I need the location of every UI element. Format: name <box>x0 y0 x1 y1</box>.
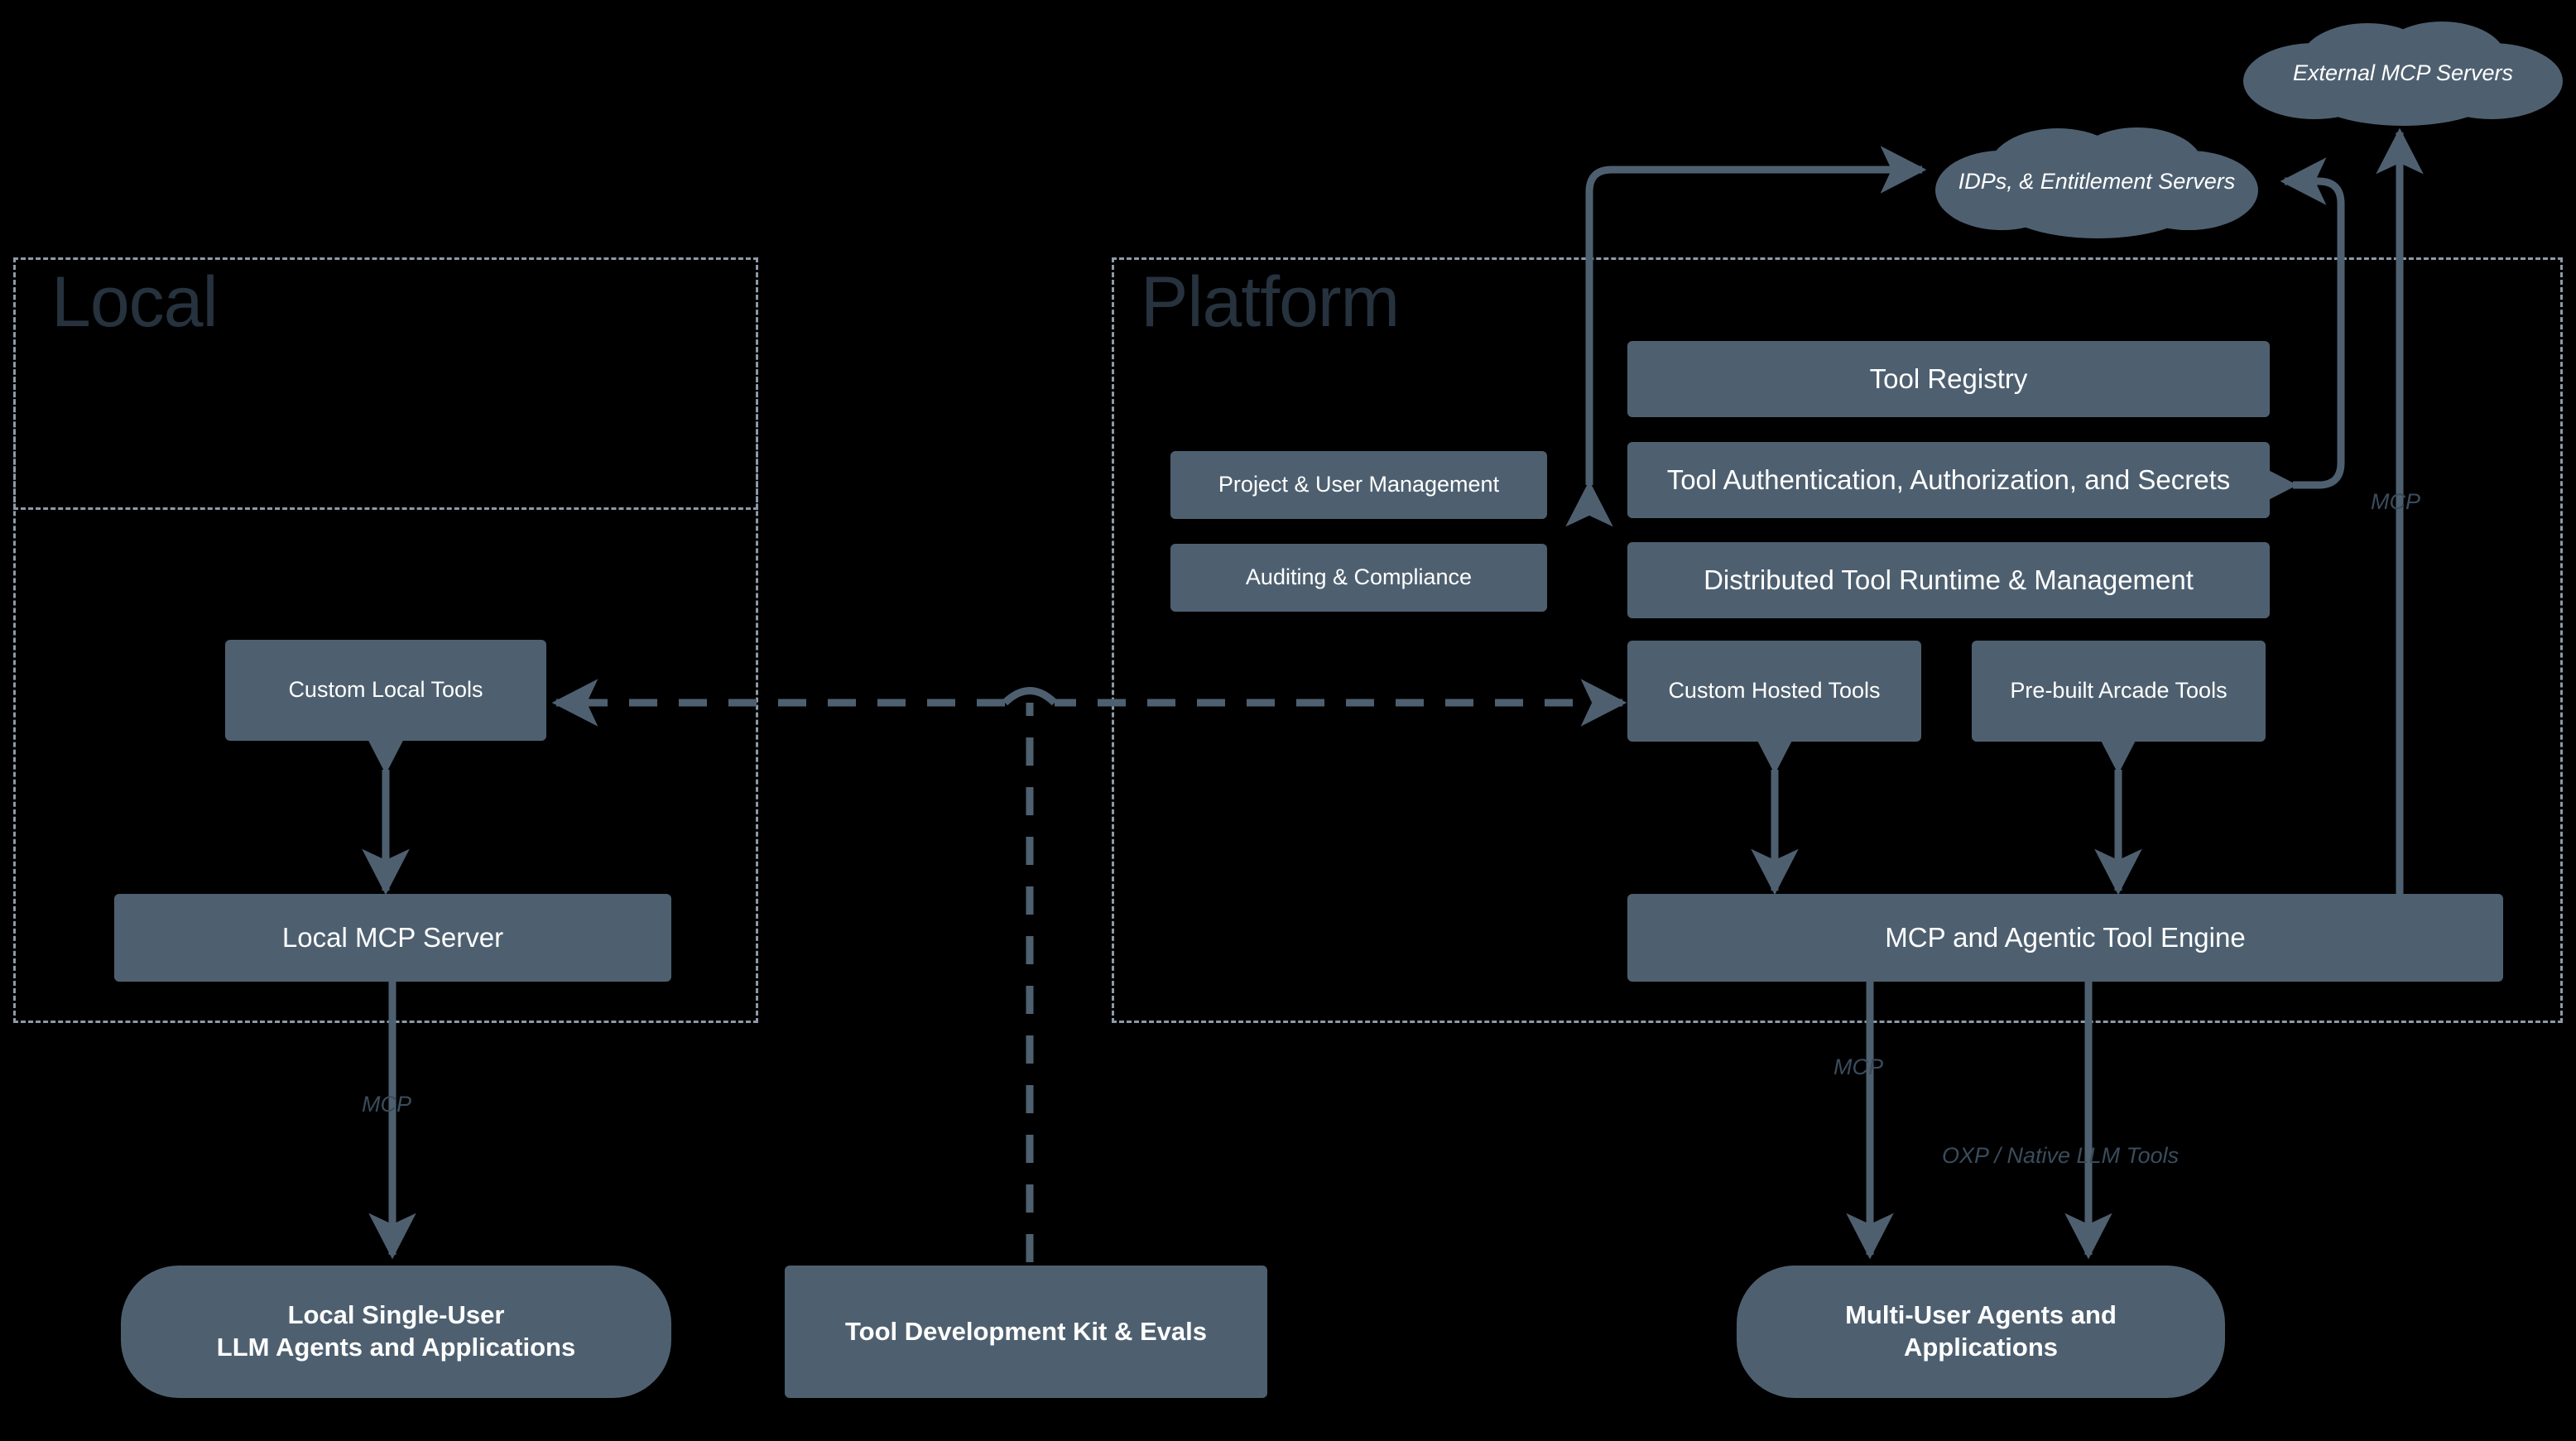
node-multi-user-agents-line1: Multi-User Agents and <box>1845 1300 2117 1330</box>
node-tool-development-kit[interactable]: Tool Development Kit & Evals <box>785 1266 1267 1398</box>
cloud-idps-entitlement-servers-label: IDPs, & Entitlement Servers <box>1958 169 2236 195</box>
node-local-agents-line2: LLM Agents and Applications <box>216 1333 576 1362</box>
node-distributed-tool-runtime[interactable]: Distributed Tool Runtime & Management <box>1627 542 2270 618</box>
node-custom-local-tools[interactable]: Custom Local Tools <box>225 640 546 741</box>
cloud-idps-entitlement-servers: IDPs, & Entitlement Servers <box>1935 124 2258 240</box>
edge-label-oxp-native-llm-tools: OXP / Native LLM Tools <box>1942 1143 2180 1168</box>
cloud-shape <box>1935 127 2258 238</box>
cloud-external-mcp-servers-label: External MCP Servers <box>2292 60 2514 86</box>
node-multi-user-agents-line2: Applications <box>1903 1333 2058 1362</box>
node-multi-user-agents[interactable]: Multi-User Agents and Applications <box>1737 1266 2225 1398</box>
edge-label-local-mcp: MCP <box>362 1092 411 1117</box>
node-project-user-management[interactable]: Project & User Management <box>1170 451 1547 519</box>
node-auditing-compliance[interactable]: Auditing & Compliance <box>1170 544 1547 612</box>
node-local-mcp-server[interactable]: Local MCP Server <box>114 894 671 982</box>
edge-label-external-mcp: MCP <box>2371 489 2420 514</box>
node-local-agents-line1: Local Single-User <box>287 1300 505 1330</box>
node-prebuilt-arcade-tools[interactable]: Pre-built Arcade Tools <box>1972 641 2266 742</box>
node-local-single-user-agents[interactable]: Local Single-User LLM Agents and Applica… <box>121 1266 671 1398</box>
zone-platform-title: Platform <box>1141 262 1400 342</box>
node-tool-authentication[interactable]: Tool Authentication, Authorization, and … <box>1627 442 2270 518</box>
node-mcp-agentic-tool-engine[interactable]: MCP and Agentic Tool Engine <box>1627 894 2503 982</box>
cloud-shape <box>2243 22 2563 126</box>
zone-local-title: Local <box>51 262 219 342</box>
node-tool-registry[interactable]: Tool Registry <box>1627 341 2270 417</box>
node-custom-hosted-tools[interactable]: Custom Hosted Tools <box>1627 641 1921 742</box>
edge-label-platform-mcp: MCP <box>1833 1054 1883 1079</box>
cloud-external-mcp-servers: External MCP Servers <box>2243 20 2563 127</box>
